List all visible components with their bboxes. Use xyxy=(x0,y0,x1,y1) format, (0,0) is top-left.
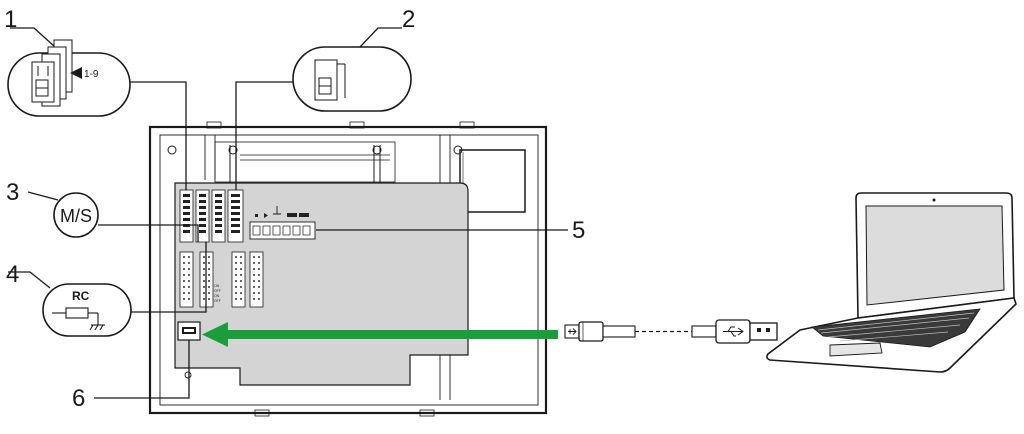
dip-switch-block-2 xyxy=(227,189,244,243)
callout-2-bubble xyxy=(292,46,412,112)
callout-number-1: 1 xyxy=(4,6,17,33)
callout-2-leader xyxy=(235,27,402,190)
switch-label-3: ON xyxy=(214,294,220,298)
callout-3-bubble: M/S xyxy=(53,192,99,238)
pin-header-pins xyxy=(183,256,260,300)
callout-3-leader xyxy=(27,191,199,242)
laptop-icon xyxy=(766,192,1017,373)
dip-switch-icon xyxy=(31,39,73,107)
rc-label: RC xyxy=(72,289,90,303)
callout-number-4: 4 xyxy=(6,261,19,288)
resistor-ground-icon xyxy=(52,307,105,331)
connection-arrow xyxy=(202,322,558,347)
usb-cable-icon xyxy=(564,319,778,344)
callout-number-3: 3 xyxy=(6,179,19,206)
switch-label-4: OFF xyxy=(214,299,221,303)
callout-4-bubble: RC xyxy=(42,283,132,337)
callout-6-leader xyxy=(94,340,190,399)
callout-number-5: 5 xyxy=(572,217,585,244)
terminal-block xyxy=(249,206,316,240)
callout-number-6: 6 xyxy=(72,385,85,412)
switch-label-2: OFF xyxy=(214,289,221,293)
switch-labels: ON OFF ON OFF xyxy=(214,284,221,303)
dip-switch-icon xyxy=(314,59,346,101)
callout-1-leader xyxy=(10,27,187,190)
dip-switch-block-1 xyxy=(179,189,226,243)
usb-port xyxy=(177,321,201,341)
dip-range-label: 1-9 xyxy=(84,69,99,80)
callout-number-2: 2 xyxy=(402,6,415,33)
master-slave-label: M/S xyxy=(60,206,92,226)
callout-4-leader xyxy=(8,242,207,313)
arrow-left-icon xyxy=(70,67,82,79)
callout-1-bubble: 1-9 xyxy=(7,39,131,117)
callout-numbers: 1 2 3 4 5 6 xyxy=(4,6,585,412)
switch-label-1: ON xyxy=(214,284,220,288)
